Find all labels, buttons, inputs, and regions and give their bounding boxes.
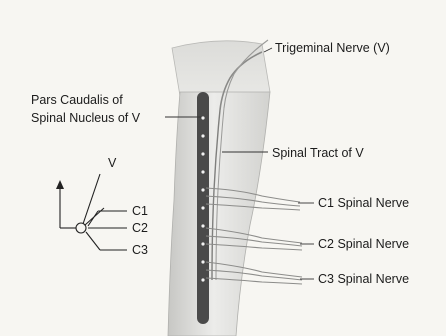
pars-caudalis-label-line1: Pars Caudalis of <box>31 93 123 107</box>
inset-c3-label: C3 <box>132 243 148 257</box>
nucleus-dot <box>201 170 204 173</box>
c3-spinal-nerve-label: C3 Spinal Nerve <box>318 272 409 286</box>
nucleus-dot <box>201 224 204 227</box>
spinal-tract-label: Spinal Tract of V <box>272 146 364 160</box>
nucleus-dot <box>201 188 204 191</box>
c2-spinal-nerve-label: C2 Spinal Nerve <box>318 237 409 251</box>
nucleus-dot <box>201 260 204 263</box>
nucleus-dot <box>201 242 204 245</box>
pars-caudalis-label-line2: Spinal Nucleus of V <box>31 111 141 125</box>
inset-convergence-node <box>76 223 86 233</box>
trigeminal-nerve-label: Trigeminal Nerve (V) <box>275 41 390 55</box>
inset-c1-label: C1 <box>132 204 148 218</box>
nucleus-dot <box>201 134 204 137</box>
nucleus-dot <box>201 206 204 209</box>
inset-c2-label: C2 <box>132 221 148 235</box>
nucleus-dot <box>201 152 204 155</box>
brainstem-cap <box>172 41 270 97</box>
inset-v-label: V <box>108 156 117 170</box>
c1-spinal-nerve-label: C1 Spinal Nerve <box>318 196 409 210</box>
nucleus-dot <box>201 278 204 281</box>
nucleus-dot <box>201 116 204 119</box>
